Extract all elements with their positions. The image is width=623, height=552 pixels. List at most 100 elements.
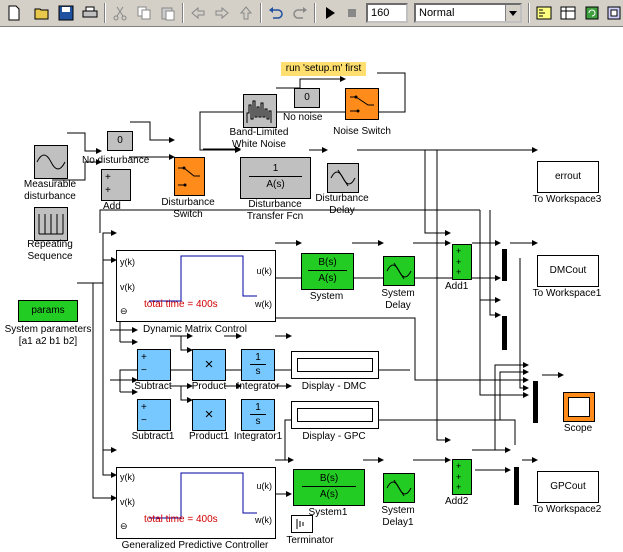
repeating-sequence-block[interactable] bbox=[34, 207, 68, 241]
no-noise-label: No noise bbox=[283, 112, 323, 123]
terminator-label: Terminator bbox=[286, 535, 334, 546]
sine-wave-block[interactable] bbox=[34, 145, 68, 179]
zero-constant-disturbance[interactable]: 0 bbox=[107, 131, 133, 151]
system-label: System bbox=[309, 291, 344, 302]
copy-icon[interactable] bbox=[134, 3, 154, 23]
integrator-label: Integrator bbox=[236, 381, 280, 392]
subtract-block[interactable]: +− bbox=[137, 349, 171, 381]
stop-simulation-icon[interactable] bbox=[342, 3, 362, 23]
subtract-label: Subtract bbox=[134, 381, 172, 392]
product1-label: Product1 bbox=[188, 431, 230, 442]
system-delay1-label: System Delay1 bbox=[381, 505, 415, 528]
gpc-wk-port: w(k) bbox=[255, 515, 272, 525]
dmc-wk-port: w(k) bbox=[255, 299, 272, 309]
system-delay1-block[interactable] bbox=[383, 473, 415, 503]
gpc-enable-port: ⊖ bbox=[120, 521, 128, 531]
mux3-block[interactable] bbox=[533, 381, 538, 423]
model-canvas[interactable]: run 'setup.m' first 0 0 Band-Limited Whi… bbox=[0, 27, 623, 551]
stop-time-input[interactable]: 160 bbox=[366, 3, 408, 23]
library-browser-icon[interactable] bbox=[558, 3, 578, 23]
repeating-label: Repeating Sequence bbox=[27, 239, 73, 262]
disturbance-delay-label: Disturbance Delay bbox=[315, 193, 369, 216]
gpc-block[interactable]: y(k) v(k) ⊖ u(k) w(k) total time = 400s bbox=[116, 467, 276, 539]
debugger-icon[interactable] bbox=[604, 3, 623, 23]
add1-label: Add1 bbox=[445, 281, 469, 292]
gpcout-block[interactable]: GPCout bbox=[537, 471, 599, 503]
measurable-label: Measurable disturbance bbox=[23, 179, 77, 202]
start-simulation-icon[interactable] bbox=[320, 3, 340, 23]
setup-note: run 'setup.m' first bbox=[281, 62, 366, 76]
system-delay-block[interactable] bbox=[383, 256, 415, 286]
add1-block[interactable]: +++ bbox=[452, 244, 472, 280]
add2-label: Add2 bbox=[445, 496, 469, 507]
dmc-label: Dynamic Matrix Control bbox=[143, 324, 247, 335]
back-icon[interactable] bbox=[188, 3, 208, 23]
display-gpc-label: Display - GPC bbox=[302, 431, 366, 442]
display-dmc-block[interactable] bbox=[291, 351, 379, 379]
mux1-block[interactable] bbox=[502, 249, 507, 281]
simulation-mode-value: Normal bbox=[419, 7, 455, 19]
system-block[interactable]: B(s)A(s) bbox=[301, 253, 354, 290]
print-icon[interactable] bbox=[80, 3, 100, 23]
display-gpc-block[interactable] bbox=[291, 401, 379, 429]
cut-icon[interactable] bbox=[110, 3, 130, 23]
paste-icon[interactable] bbox=[158, 3, 178, 23]
disturbance-switch-block[interactable] bbox=[174, 157, 205, 196]
new-icon[interactable] bbox=[4, 3, 24, 23]
up-icon[interactable] bbox=[236, 3, 256, 23]
gpc-total-time: total time = 400s bbox=[144, 514, 218, 525]
subtract1-block[interactable]: +− bbox=[137, 399, 171, 431]
forward-icon[interactable] bbox=[212, 3, 232, 23]
toolbar: 160 Normal bbox=[0, 0, 623, 27]
chevron-down-icon[interactable] bbox=[505, 5, 520, 21]
to-workspace2-label: To Workspace2 bbox=[532, 504, 602, 515]
band-limited-label: Band-Limited White Noise bbox=[229, 127, 289, 150]
mux4-block[interactable] bbox=[514, 467, 519, 505]
display-dmc-label: Display - DMC bbox=[301, 381, 367, 392]
save-icon[interactable] bbox=[56, 3, 76, 23]
gpc-label: Generalized Predictive Controller bbox=[121, 540, 269, 551]
dmc-yk-port: y(k) bbox=[120, 257, 135, 267]
system-parameters-label: System parameters [a1 a2 b1 b2] bbox=[4, 324, 92, 347]
disturbance-delay-block[interactable] bbox=[327, 163, 359, 193]
noise-switch-block[interactable] bbox=[345, 88, 379, 120]
no-disturbance-label: No disturbance bbox=[82, 155, 150, 166]
dmc-block[interactable]: y(k) v(k) ⊖ u(k) w(k) total time = 400s bbox=[116, 250, 276, 322]
to-workspace3-label: To Workspace3 bbox=[532, 194, 602, 205]
update-diagram-icon[interactable] bbox=[582, 3, 602, 23]
scope-label: Scope bbox=[563, 423, 593, 434]
dmc-uk-port: u(k) bbox=[256, 266, 273, 276]
dmcout-block[interactable]: DMCout bbox=[537, 255, 599, 287]
band-limited-noise-block[interactable] bbox=[243, 94, 277, 128]
add-block[interactable]: ++ bbox=[101, 169, 131, 201]
product-block[interactable]: × bbox=[192, 349, 226, 381]
errout-block[interactable]: errout bbox=[537, 161, 599, 193]
redo-icon[interactable] bbox=[290, 3, 310, 23]
product1-block[interactable]: × bbox=[192, 399, 226, 431]
disturbance-tf-label: Disturbance Transfer Fcn bbox=[246, 199, 304, 222]
system-delay-label: System Delay bbox=[381, 288, 415, 311]
add-label: Add bbox=[103, 201, 121, 212]
terminator-block[interactable] bbox=[291, 515, 313, 533]
to-workspace1-label: To Workspace1 bbox=[532, 288, 602, 299]
open-icon[interactable] bbox=[32, 3, 52, 23]
dmc-enable-port: ⊖ bbox=[120, 306, 128, 316]
params-block[interactable]: params bbox=[18, 300, 78, 322]
undo-icon[interactable] bbox=[266, 3, 286, 23]
system1-block[interactable]: B(s)A(s) bbox=[293, 469, 365, 506]
simulation-mode-select[interactable]: Normal bbox=[414, 3, 522, 23]
mux2-block[interactable] bbox=[502, 316, 507, 350]
noise-switch-label: Noise Switch bbox=[333, 126, 391, 137]
scope-block[interactable] bbox=[563, 392, 595, 422]
add2-block[interactable]: +++ bbox=[452, 459, 472, 495]
subtract1-label: Subtract1 bbox=[131, 431, 175, 442]
gpc-yk-port: y(k) bbox=[120, 472, 135, 482]
zero-constant-noise[interactable]: 0 bbox=[294, 88, 320, 108]
product-label: Product bbox=[191, 381, 227, 392]
build-icon[interactable] bbox=[534, 3, 554, 23]
disturbance-switch-label: Disturbance Switch bbox=[161, 197, 215, 220]
dmc-total-time: total time = 400s bbox=[144, 299, 218, 310]
